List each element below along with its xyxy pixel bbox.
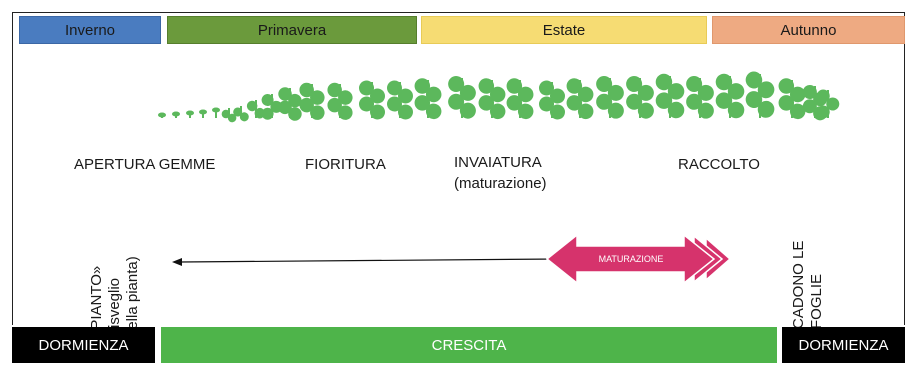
plant-sprite (359, 80, 385, 120)
plant-sprite (745, 71, 775, 118)
plant-sprite (778, 78, 806, 120)
plant-sprite (539, 80, 565, 120)
plant-sprite (233, 106, 249, 122)
plant-sprite (414, 78, 442, 120)
plant-sprite (566, 78, 594, 120)
plant-sprite (221, 108, 237, 123)
season-primavera-label: Primavera (257, 21, 327, 39)
season-primavera: Primavera (167, 16, 417, 44)
season-autunno: Autunno (712, 16, 905, 44)
growth-timeline-line (179, 258, 561, 263)
stage-invaiatura-title: INVAIATURA (454, 154, 542, 171)
season-autunno-label: Autunno (780, 21, 837, 39)
season-inverno-label: Inverno (64, 21, 116, 39)
plant-sprite (686, 76, 714, 119)
stage-apertura-gemme: APERTURA GEMME (74, 156, 216, 173)
plant-sprite (212, 107, 220, 118)
plant-sprite (278, 87, 302, 121)
plant-sprite (199, 109, 207, 118)
stage-invaiatura-subtitle: (maturazione) (454, 175, 547, 192)
plant-sprite (596, 76, 624, 119)
plant-sprite (715, 73, 745, 119)
plant-sprite (158, 112, 166, 118)
stage-fioritura: FIORITURA (305, 156, 386, 173)
plant-sprite (387, 80, 413, 120)
plant-sprite (816, 89, 840, 119)
phase-dormienza-right-label: DORMIENZA (798, 336, 889, 354)
plant-sprite (478, 78, 506, 120)
maturazione-label: MATURAZIONE (599, 254, 664, 264)
plant-sprite (506, 78, 534, 120)
phase-crescita: CRESCITA (161, 327, 777, 363)
phase-dormienza-left-label: DORMIENZA (38, 336, 129, 354)
maturazione-arrow (545, 233, 716, 285)
timeline-arrowhead-left (172, 258, 182, 266)
phase-dormienza-right: DORMIENZA (782, 327, 905, 363)
plant-sprite (655, 73, 685, 119)
plant-sprite (626, 76, 654, 119)
phase-dormienza-left: DORMIENZA (12, 327, 155, 363)
phase-crescita-label: CRESCITA (431, 336, 507, 354)
season-estate: Estate (421, 16, 707, 44)
plant-sprites (158, 71, 840, 123)
plant-sprite (172, 111, 180, 118)
season-inverno: Inverno (19, 16, 161, 44)
plant-sprite (186, 110, 194, 118)
plant-sprite (448, 76, 476, 119)
stage-invaiatura: INVAIATURA (maturazione) (454, 152, 547, 194)
season-estate-label: Estate (542, 21, 586, 39)
plant-sprite (327, 82, 353, 120)
plant-sprite (299, 82, 325, 120)
stage-raccolto: RACCOLTO (678, 156, 760, 173)
